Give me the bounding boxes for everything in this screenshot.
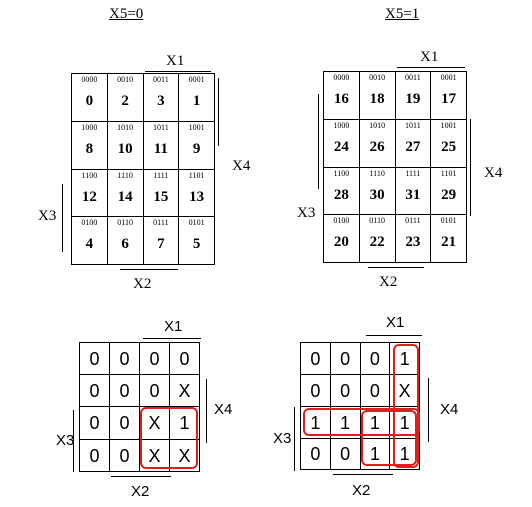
kmap-value: 0 (300, 438, 331, 470)
kmap-value: 0 (109, 342, 140, 375)
x2-bar (368, 267, 424, 268)
x4-label: X4 (440, 401, 459, 418)
x4-label: X4 (214, 401, 233, 418)
kmap-value: 0 (300, 374, 331, 407)
kmap-value: 0 (329, 342, 361, 375)
x2-bar (120, 269, 178, 270)
x3-label: X3 (38, 208, 57, 224)
x3-label: X3 (297, 205, 316, 221)
value-grid: 0 0 0 0 0 0 0 X 0 0 X 1 0 0 X X (79, 342, 200, 472)
kmap-value: 0 (169, 342, 200, 375)
x1-bar (145, 71, 211, 72)
x3-bar (73, 410, 74, 472)
x3-bar (62, 184, 63, 252)
x1-label: X1 (386, 314, 405, 331)
kmap-value: 0 (329, 374, 361, 407)
kmap-value: X (139, 406, 170, 440)
kmap-value: 0 (79, 342, 110, 375)
kmap-value: X (169, 374, 200, 407)
x4-bar (470, 119, 471, 216)
kmap-value: 0 (359, 374, 391, 407)
kmap-value: 0 (79, 406, 110, 440)
x1-label: X1 (166, 53, 185, 69)
kmap-value: 0 (139, 342, 170, 375)
x4-bar (206, 379, 207, 443)
x1-bar (143, 338, 201, 339)
x2-label: X2 (379, 274, 398, 290)
x2-bar (111, 476, 171, 477)
title-x5-1: X5=1 (385, 6, 420, 22)
kmap-value: 0 (109, 374, 140, 407)
title-x5-0: X5=0 (109, 6, 144, 22)
x1-bar (397, 67, 465, 68)
kmap-value: 0 (79, 374, 110, 407)
kmap-value: 0 (139, 374, 170, 407)
x2-label: X2 (133, 276, 152, 292)
kmap-value: 0 (79, 439, 110, 472)
kmap-value: 0 (359, 342, 391, 375)
x3-label: X3 (273, 430, 292, 447)
x2-label: X2 (352, 482, 371, 499)
grouping-loop (140, 407, 198, 469)
x3-label: X3 (56, 432, 75, 449)
x3-bar (294, 407, 295, 471)
x2-bar (333, 474, 393, 475)
x4-label: X4 (232, 158, 251, 174)
grouping-loop (393, 344, 419, 468)
kmap-value: 0 (300, 342, 331, 375)
x1-bar (366, 335, 422, 336)
x3-bar (318, 94, 319, 189)
grouping-loop (361, 410, 417, 466)
x1-label: X1 (420, 49, 439, 65)
x2-label: X2 (131, 483, 150, 500)
kmap-value: 0 (109, 439, 140, 472)
x4-label: X4 (484, 165, 503, 181)
x4-bar (428, 378, 429, 442)
kmap-value: 0 (329, 438, 361, 470)
kmap-value: 0 (109, 406, 140, 440)
x1-label: X1 (164, 318, 183, 335)
x4-bar (218, 78, 219, 146)
